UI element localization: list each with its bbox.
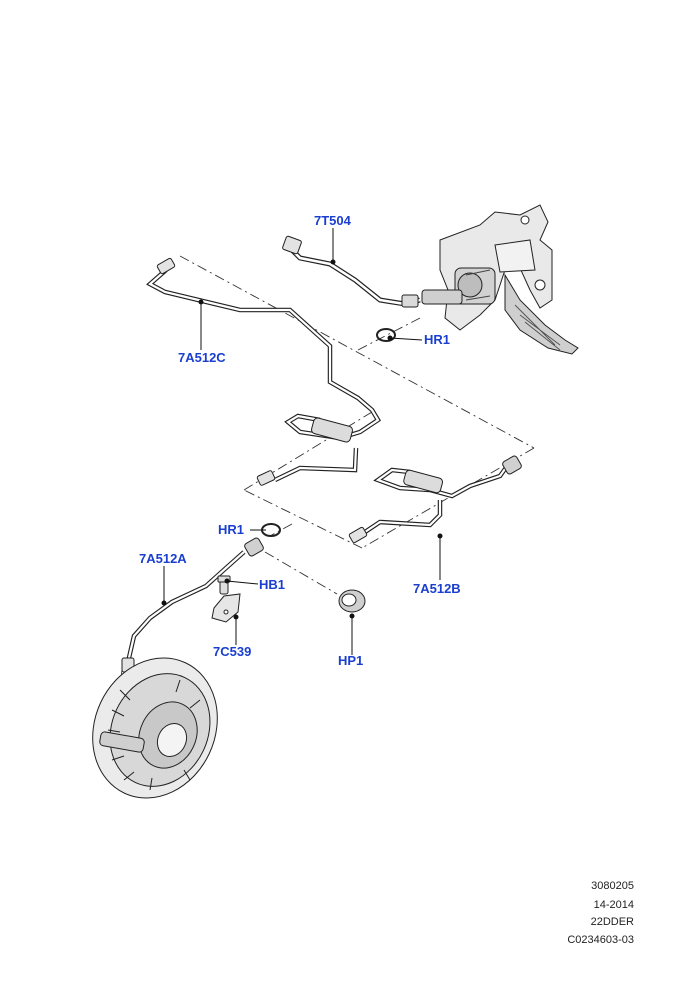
callout-7a512b[interactable]: 7A512B [413,581,461,596]
footer-code-4: C0234603-03 [567,934,634,946]
callout-7a512c[interactable]: 7A512C [178,350,226,365]
part-7a512c-pipe [146,257,382,441]
callout-7a512a[interactable]: 7A512A [139,551,187,566]
footer-code-2: 14-2014 [593,899,634,911]
clutch-pedal-assembly [421,204,579,355]
part-7t504-hose [282,235,421,308]
part-7a512b-pipe [348,455,522,544]
clutch-pressure-plate [92,657,218,799]
callout-7t504[interactable]: 7T504 [314,213,351,228]
leader-dots [161,259,443,620]
footer-code-1: 3080205 [591,880,634,892]
footer-code-3: 22DDER [590,916,634,928]
part-7a512a-pipe [121,537,264,673]
leader-lines [163,228,441,655]
part-7c539-bracket [211,593,241,623]
callout-hr1-top[interactable]: HR1 [424,332,451,347]
callout-7c539[interactable]: 7C539 [213,644,252,659]
part-hr1-clip-top [376,328,396,342]
damper-assembly [256,413,359,486]
part-hb1-bolt [217,575,231,595]
callout-hp1[interactable]: HP1 [338,653,364,668]
callout-hr1-mid[interactable]: HR1 [218,522,245,537]
callout-hb1[interactable]: HB1 [259,577,286,592]
part-hp1-bearing [338,589,366,613]
